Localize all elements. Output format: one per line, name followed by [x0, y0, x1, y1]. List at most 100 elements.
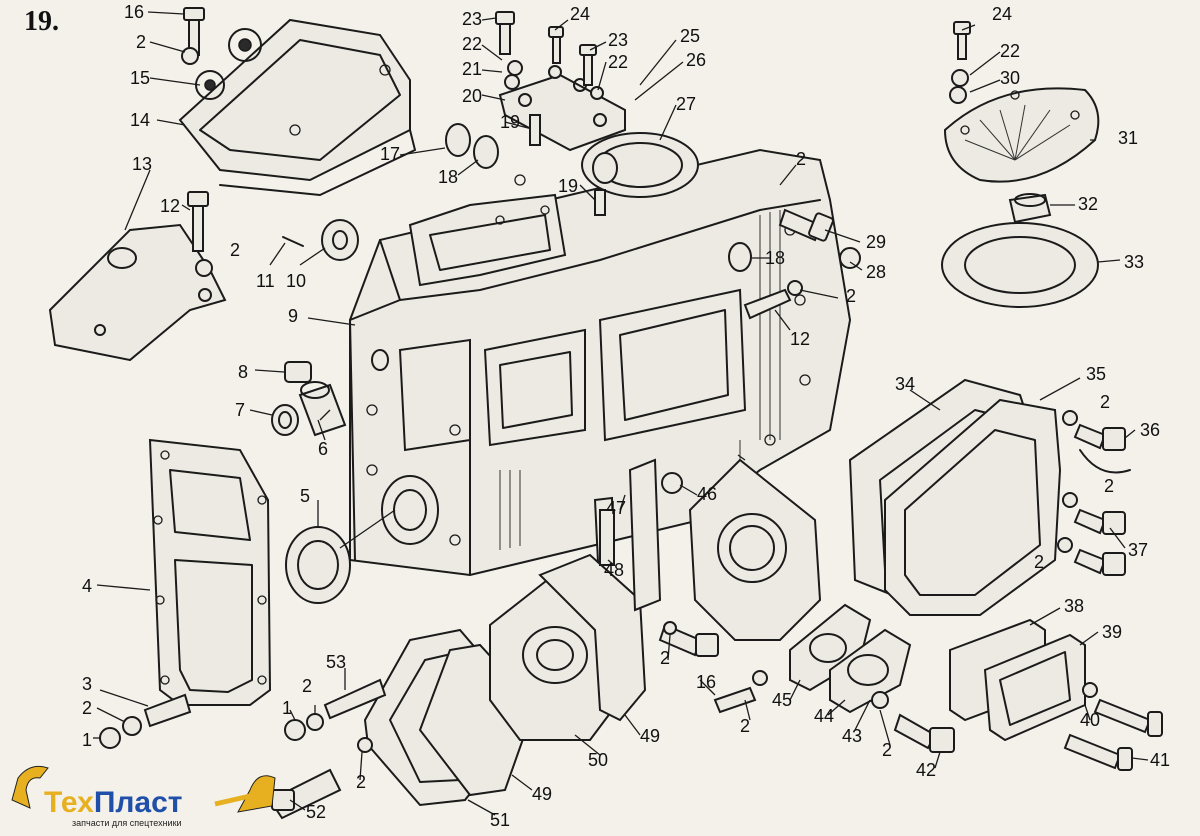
callout-2f: 2 — [1100, 392, 1110, 412]
callout-8: 8 — [238, 362, 248, 382]
round-cover-31 — [943, 87, 1100, 183]
callout-26: 26 — [686, 50, 706, 70]
bracket-13 — [48, 223, 227, 362]
callout-39: 39 — [1102, 622, 1122, 642]
callout-2j: 2 — [356, 772, 366, 792]
bushing-6 — [298, 381, 347, 437]
callout-2c: 2 — [230, 240, 240, 260]
callout-16b: 16 — [696, 672, 716, 692]
callout-13: 13 — [132, 154, 152, 174]
callout-23: 23 — [462, 9, 482, 29]
flange-47 — [688, 458, 822, 641]
callout-25: 25 — [680, 26, 700, 46]
callout-32: 32 — [1078, 194, 1098, 214]
callout-23b: 23 — [608, 30, 628, 50]
callout-16: 16 — [124, 2, 144, 22]
callout-49: 49 — [640, 726, 660, 746]
callout-19b: 19 — [558, 176, 578, 196]
plug-8 — [284, 361, 312, 383]
callout-46: 46 — [697, 484, 717, 504]
brand-name: ТехПласт — [44, 786, 183, 819]
callout-35: 35 — [1086, 364, 1106, 384]
callout-49b: 49 — [532, 784, 552, 804]
callout-40: 40 — [1080, 710, 1100, 730]
callout-24: 24 — [570, 4, 590, 24]
callout-33: 33 — [1124, 252, 1144, 272]
callout-31: 31 — [1118, 128, 1138, 148]
callout-22b: 22 — [608, 52, 628, 72]
bolts — [99, 7, 1163, 820]
gasket-44 — [829, 628, 912, 714]
callout-4: 4 — [82, 576, 92, 596]
callout-53: 53 — [326, 652, 346, 672]
callout-10: 10 — [286, 271, 306, 291]
callout-42: 42 — [916, 760, 936, 780]
callout-11: 11 — [256, 271, 275, 291]
callout-2k: 2 — [660, 648, 670, 668]
side-cover-35 — [884, 398, 1062, 616]
callout-36: 36 — [1140, 420, 1160, 440]
callout-7: 7 — [235, 400, 245, 420]
leader-lines — [93, 11, 1149, 816]
brand-name-part1: Тех — [44, 786, 94, 819]
callout-43: 43 — [842, 726, 862, 746]
callout-27: 27 — [676, 94, 696, 114]
brand-name-part2: Пласт — [94, 786, 183, 819]
callout-6: 6 — [318, 439, 328, 459]
callout-15: 15 — [130, 68, 150, 88]
excavator-icon — [11, 765, 276, 813]
callout-9: 9 — [288, 306, 298, 326]
callout-22: 22 — [462, 34, 482, 54]
figure-number: 19. — [24, 6, 59, 37]
callout-2: 2 — [82, 698, 92, 718]
main-housing — [349, 132, 852, 577]
callout-41: 41 — [1150, 750, 1170, 770]
bearing-5 — [285, 509, 396, 604]
callout-48: 48 — [604, 560, 624, 580]
gasket-33 — [941, 222, 1099, 308]
callout-3: 3 — [82, 674, 92, 694]
callout-2i: 2 — [302, 676, 312, 696]
bushings-17-18 — [445, 123, 752, 272]
brand-logo: ТехПласт запчасти для спецтехники — [11, 765, 276, 828]
callout-44: 44 — [814, 706, 834, 726]
callout-37: 37 — [1128, 540, 1148, 560]
ring-10 — [321, 219, 359, 261]
callout-38: 38 — [1064, 596, 1084, 616]
nut-32 — [1008, 193, 1052, 224]
callout-2b: 2 — [136, 32, 146, 52]
callout-52: 52 — [306, 802, 326, 822]
callout-2h: 2 — [1034, 552, 1044, 572]
callout-12: 12 — [160, 196, 180, 216]
callout-20: 20 — [462, 86, 482, 106]
callout-50: 50 — [588, 750, 608, 770]
callout-34: 34 — [895, 374, 915, 394]
callout-1b: 1 — [282, 698, 292, 718]
callout-19: 19 — [500, 112, 520, 132]
callout-30: 30 — [1000, 68, 1020, 88]
callout-2g: 2 — [1104, 476, 1114, 496]
callout-29: 29 — [866, 232, 886, 252]
callout-45: 45 — [772, 690, 792, 710]
callout-labels: 1 1 2 2 2 2 2 2 2 2 2 2 2 2 2 3 4 5 6 7 … — [82, 2, 1170, 830]
callout-14: 14 — [130, 110, 150, 130]
callout-1: 1 — [82, 730, 92, 750]
callout-22c: 22 — [1000, 41, 1020, 61]
brand-tagline: запчасти для спецтехники — [72, 818, 182, 828]
washer-7 — [271, 404, 299, 436]
pin-11 — [282, 236, 304, 247]
callout-21: 21 — [462, 59, 482, 79]
callout-47: 47 — [606, 498, 626, 518]
callout-2e: 2 — [846, 286, 856, 306]
callout-28: 28 — [866, 262, 886, 282]
callout-24b: 24 — [992, 4, 1012, 24]
callout-2l: 2 — [740, 716, 750, 736]
gasket-4 — [148, 438, 272, 706]
top-cover-14 — [178, 18, 416, 196]
callout-17: 17 — [380, 144, 400, 164]
callout-18: 18 — [438, 167, 458, 187]
callout-12b: 12 — [790, 329, 810, 349]
callout-5: 5 — [300, 486, 310, 506]
